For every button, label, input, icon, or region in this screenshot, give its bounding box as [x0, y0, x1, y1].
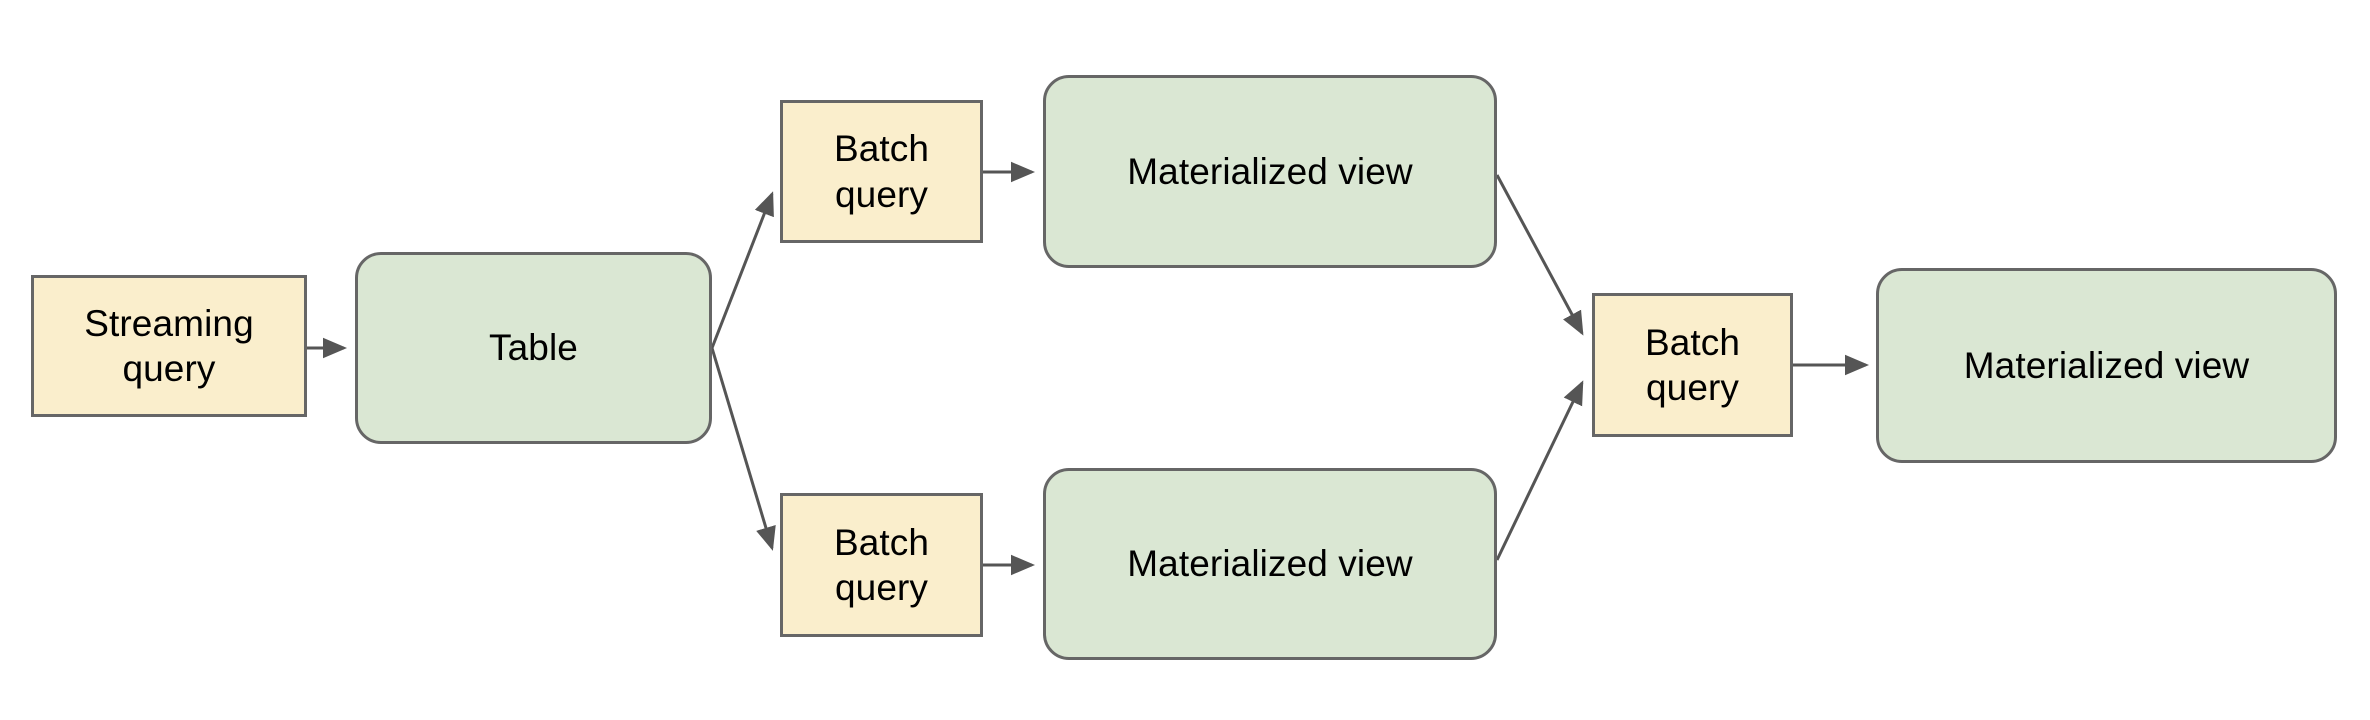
- node-batch-query-top-label: Batch query: [833, 128, 930, 215]
- node-batch-query-final-label: Batch query: [1644, 321, 1741, 408]
- node-materialized-view-bottom[interactable]: Materialized view: [1043, 468, 1497, 660]
- edge-table-to-batch-query-bottom: [710, 347, 776, 551]
- node-table-label: Table: [489, 327, 578, 369]
- node-table[interactable]: Table: [355, 252, 712, 444]
- node-materialized-view-bottom-label: Materialized view: [1127, 543, 1413, 585]
- node-batch-query-bottom[interactable]: Batch query: [780, 493, 983, 637]
- node-materialized-view-final[interactable]: Materialized view: [1876, 268, 2337, 463]
- node-batch-query-top[interactable]: Batch query: [780, 100, 983, 243]
- node-streaming-query-label: Streaming query: [84, 302, 254, 389]
- node-materialized-view-top-label: Materialized view: [1127, 150, 1413, 192]
- edge-materialized-view-top-to-batch-query-final: [1495, 174, 1584, 336]
- edge-table-to-batch-query-top: [710, 191, 774, 349]
- edge-materialized-view-bottom-to-batch-query-final: [1495, 380, 1584, 561]
- node-batch-query-bottom-label: Batch query: [833, 521, 930, 608]
- node-streaming-query[interactable]: Streaming query: [31, 275, 307, 417]
- node-materialized-view-final-label: Materialized view: [1963, 344, 2250, 386]
- node-materialized-view-top[interactable]: Materialized view: [1043, 75, 1497, 268]
- node-batch-query-final[interactable]: Batch query: [1592, 293, 1793, 437]
